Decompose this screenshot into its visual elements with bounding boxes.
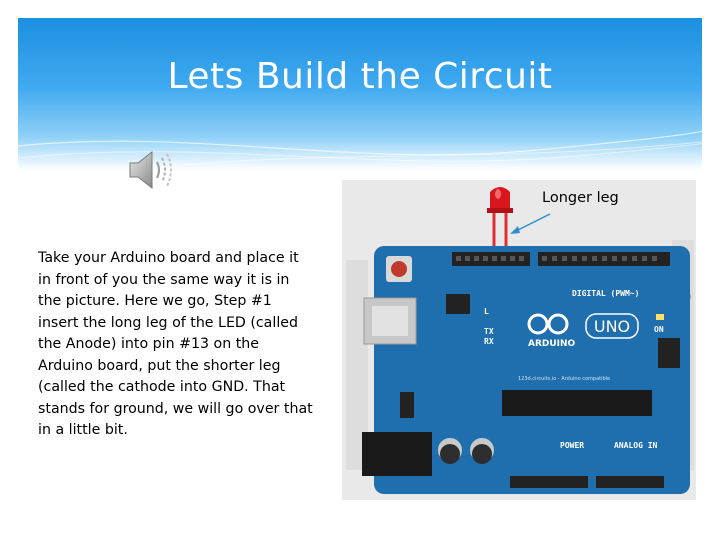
power-label: POWER — [560, 441, 584, 450]
banner-wave-lines — [18, 130, 702, 170]
annotation-arrow — [513, 213, 551, 233]
slide-title: Lets Build the Circuit — [167, 56, 553, 97]
slide-body-text: Take your Arduino board and place it in … — [38, 250, 313, 438]
digital-label: DIGITAL (PWM~) — [572, 289, 639, 298]
on-label: ON — [654, 325, 664, 334]
arduino-circuit-image: 40 — [342, 180, 696, 500]
title-banner — [18, 18, 702, 170]
rx-label: RX — [484, 337, 494, 346]
board-logo-text: ARDUINO — [528, 339, 576, 349]
l-label: L — [484, 307, 489, 316]
arduino-logo — [527, 313, 569, 335]
board-model-label: UNO — [594, 317, 630, 336]
tx-label: TX — [484, 327, 494, 336]
analog-label: ANALOG IN — [614, 441, 658, 450]
longer-leg-label: Longer leg — [542, 190, 619, 206]
site-text: 123d.circuits.io - Arduino compatible — [518, 376, 610, 382]
arduino-board: UNO ARDUINO DIGITAL (PWM~) ANALOG IN POW… — [362, 246, 690, 494]
speaker-icon[interactable] — [128, 148, 176, 192]
microcontroller-chip — [502, 390, 652, 416]
power-jack — [362, 432, 432, 476]
